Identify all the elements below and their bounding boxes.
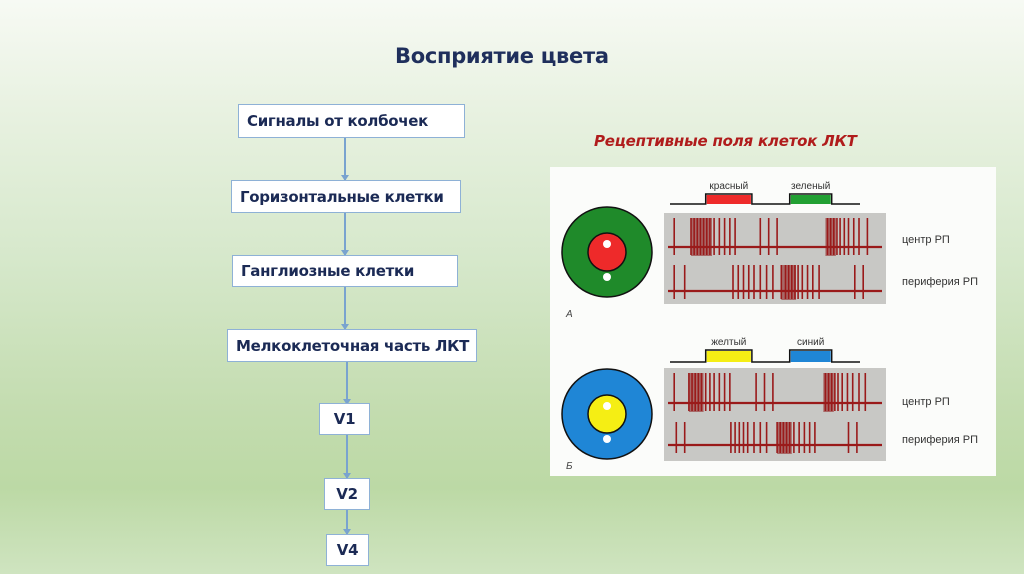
figure-subtitle: Рецептивные поля клеток ЛКТ (594, 132, 857, 150)
stimulus-label: красный (709, 181, 748, 192)
flow-arrow (341, 287, 348, 330)
flow-step-cone-signals: Сигналы от колбочек (238, 104, 465, 138)
flow-step-horizontal-cells: Горизонтальные клетки (231, 180, 461, 213)
flow-step-label: V2 (336, 485, 358, 503)
stimulus-label: зеленый (791, 181, 830, 192)
center-spike-train (668, 218, 882, 256)
highlight-dot (603, 240, 611, 248)
flow-step-label: Мелкоклеточная часть ЛКТ (236, 336, 470, 355)
flow-step-lgn-parvocellular: Мелкоклеточная часть ЛКТ (227, 329, 477, 362)
flow-step-label: V1 (333, 410, 356, 428)
highlight-dot (603, 435, 611, 443)
flow-arrow (343, 435, 350, 479)
flow-step-label: Ганглиозные клетки (241, 262, 415, 280)
row-label-periphery: периферия РП (902, 276, 978, 288)
flow-step-v2: V2 (324, 478, 370, 510)
highlight-dot (603, 402, 611, 410)
flow-step-ganglion-cells: Ганглиозные клетки (232, 255, 458, 287)
center-spike-train (668, 373, 882, 412)
slide-title: Восприятие цвета (395, 44, 609, 68)
flow-arrow (343, 510, 350, 535)
receptive-field-center (587, 232, 627, 272)
row-label-center: центр РП (902, 396, 950, 408)
row-label-periphery: периферия РП (902, 434, 978, 446)
flow-step-label: V4 (336, 541, 359, 559)
highlight-dot (603, 273, 611, 281)
receptive-field-center (587, 394, 627, 434)
periphery-spike-train (668, 265, 882, 300)
row-label-center: центр РП (902, 234, 950, 246)
stimulus-trace (670, 349, 860, 363)
periphery-spike-train (668, 422, 882, 454)
stimulus-bar (706, 351, 751, 362)
flow-step-v1: V1 (319, 403, 370, 435)
flow-step-label: Сигналы от колбочек (247, 112, 429, 130)
stimulus-bar (790, 351, 831, 362)
flow-arrow (341, 213, 348, 256)
stimulus-bar (790, 195, 831, 204)
panel-letter: А (565, 309, 573, 320)
stimulus-trace (670, 193, 860, 205)
flow-arrow (343, 362, 350, 405)
flow-arrow (341, 138, 348, 181)
flow-step-label: Горизонтальные клетки (240, 187, 444, 206)
panel-letter: Б (566, 461, 573, 472)
stimulus-label: синий (797, 337, 824, 348)
stimulus-bar (706, 195, 751, 204)
flow-step-v4: V4 (326, 534, 369, 566)
stimulus-label: желтый (711, 337, 746, 348)
